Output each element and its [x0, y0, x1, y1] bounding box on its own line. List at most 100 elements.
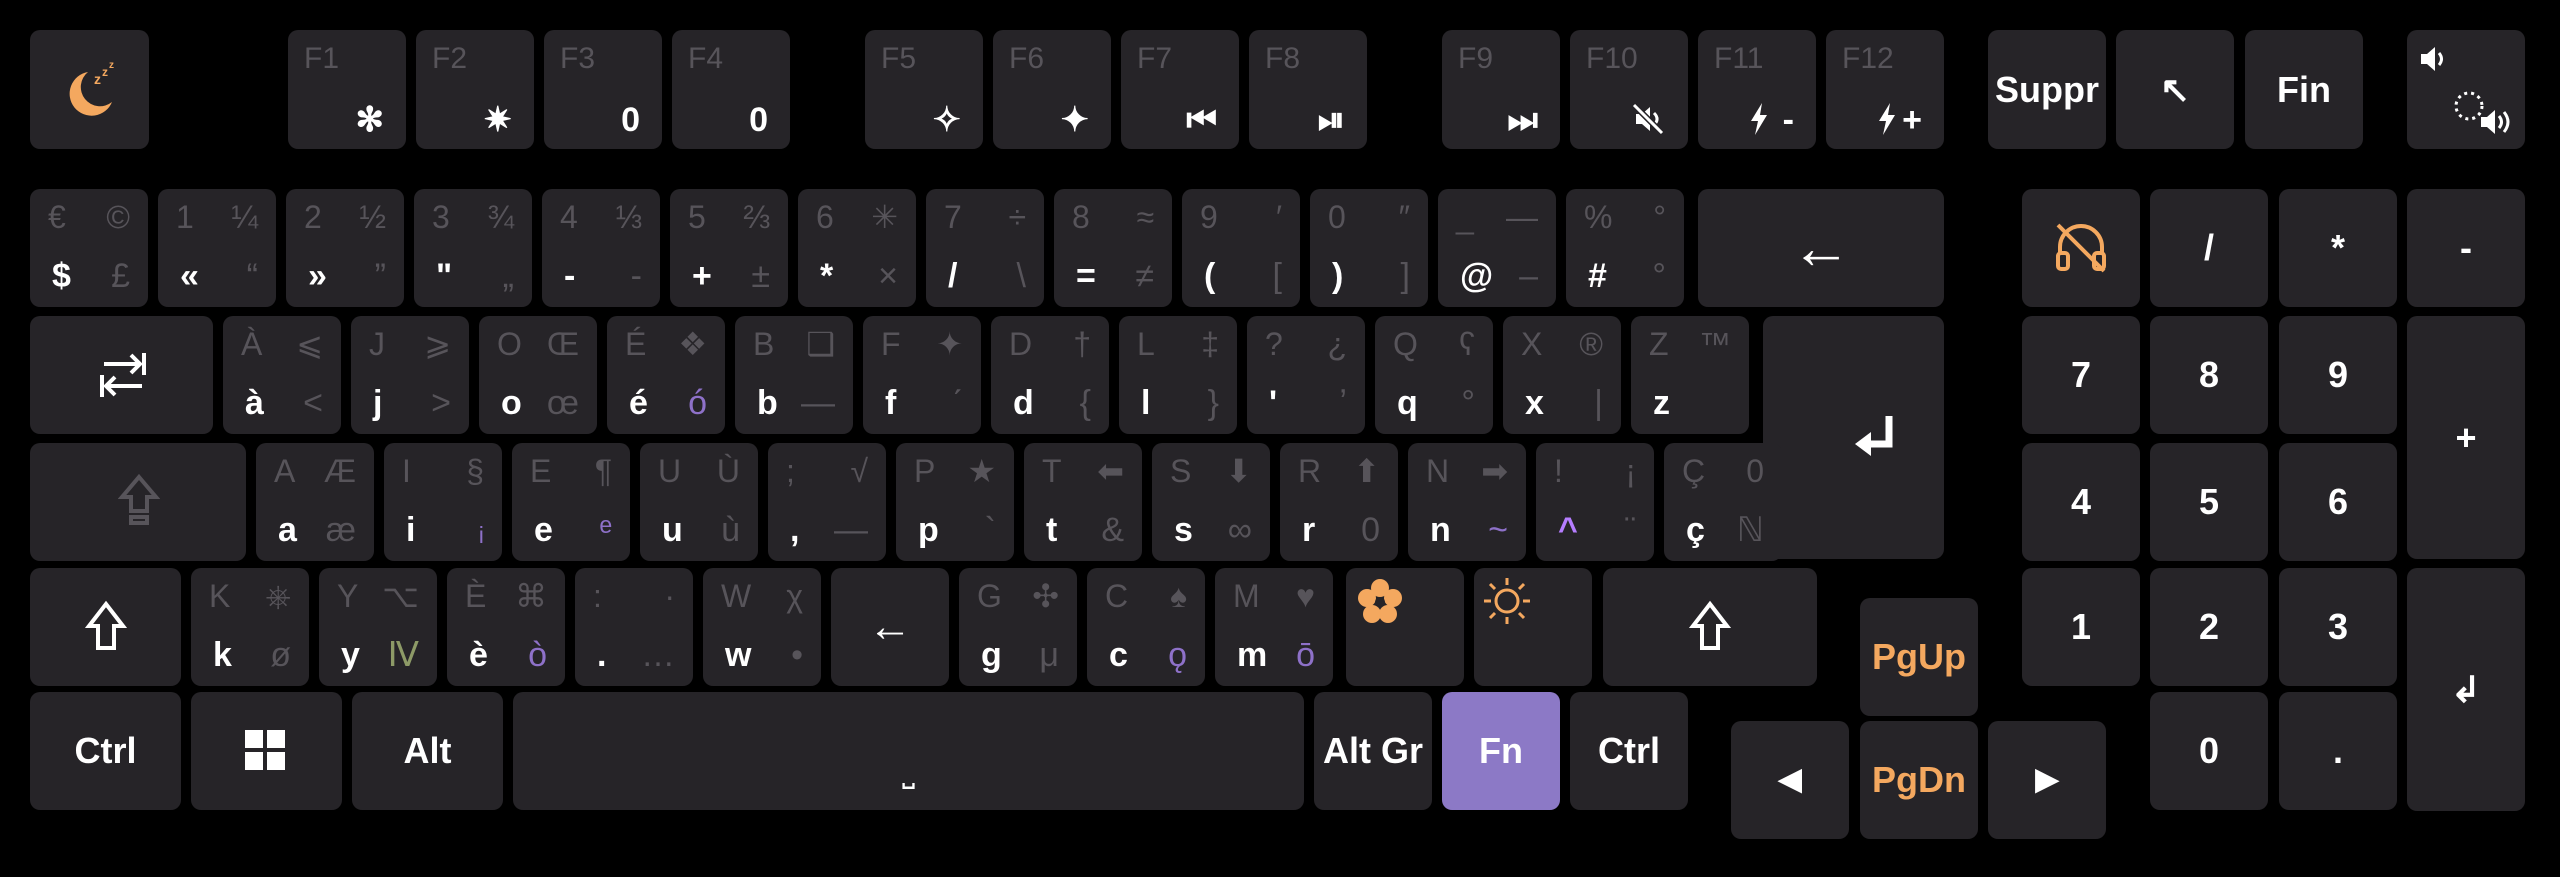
key-6[interactable]: 6 ✳ * × — [798, 189, 916, 307]
enter-key[interactable] — [1763, 316, 1944, 559]
numpad-2-key[interactable]: 2 — [2150, 568, 2268, 686]
f11-key[interactable]: F11 - — [1698, 30, 1816, 149]
key-9[interactable]: 9 ′ ( [ — [1182, 189, 1300, 307]
f4-key[interactable]: F4 0 — [672, 30, 790, 149]
numpad-3-key[interactable]: 3 — [2279, 568, 2397, 686]
key-1[interactable]: 1 ¼ « “ — [158, 189, 276, 307]
key-e-grave[interactable]: È ⌘ è ò — [447, 568, 565, 686]
flower-key[interactable] — [1346, 568, 1464, 686]
headphones-mute-key[interactable] — [2022, 189, 2140, 307]
key-0[interactable]: 0 ″ ) ] — [1310, 189, 1428, 307]
key-7[interactable]: 7 ÷ / \ — [926, 189, 1044, 307]
key-k[interactable]: K ⎈ k ø — [191, 568, 309, 686]
sleep-key[interactable]: z z z — [30, 30, 149, 149]
fn-key[interactable]: Fn — [1442, 692, 1560, 810]
f9-key[interactable]: F9 ⏭ — [1442, 30, 1560, 149]
f1-key[interactable]: F1 ✻ — [288, 30, 406, 149]
caps-lock-key[interactable] — [30, 443, 246, 561]
tab-key[interactable] — [30, 316, 213, 434]
key-e-acute[interactable]: É ❖ é ó — [607, 316, 725, 434]
f10-key[interactable]: F10 — [1570, 30, 1688, 149]
right-ctrl-key[interactable]: Ctrl — [1570, 692, 1688, 810]
key-z[interactable]: Z ™ z — [1631, 316, 1749, 434]
key-r[interactable]: R ⬆ r 0 — [1280, 443, 1398, 561]
numpad-8-key[interactable]: 8 — [2150, 316, 2268, 434]
key-left-arrow-char[interactable]: ← — [831, 568, 949, 686]
backspace-key[interactable]: ← — [1698, 189, 1944, 307]
key-a[interactable]: A Æ a æ — [256, 443, 374, 561]
space-key[interactable]: ⎵ — [513, 692, 1304, 810]
key-caret[interactable]: ! ¡ ^ ¨ — [1536, 443, 1654, 561]
numpad-4-key[interactable]: 4 — [2022, 443, 2140, 561]
numpad-6-key[interactable]: 6 — [2279, 443, 2397, 561]
key-at[interactable]: _ — @ – — [1438, 189, 1556, 307]
left-ctrl-key[interactable]: Ctrl — [30, 692, 181, 810]
key-a-grave[interactable]: À ⩽ à < — [223, 316, 341, 434]
key-2[interactable]: 2 ½ » ” — [286, 189, 404, 307]
key-8[interactable]: 8 ≈ = ≠ — [1054, 189, 1172, 307]
f3-key[interactable]: F3 0 — [544, 30, 662, 149]
key-comma[interactable]: ; √ , — — [768, 443, 886, 561]
numpad-star-key[interactable]: * — [2279, 189, 2397, 307]
pgup-key[interactable]: PgUp — [1860, 598, 1978, 716]
numpad-dot-key[interactable]: . — [2279, 692, 2397, 810]
sun-key[interactable] — [1474, 568, 1592, 686]
left-shift-key[interactable] — [30, 568, 181, 686]
left-arrow-key[interactable]: ◀ — [1731, 721, 1849, 839]
numpad-9-key[interactable]: 9 — [2279, 316, 2397, 434]
numpad-plus-key[interactable]: + — [2407, 316, 2525, 559]
volume-key[interactable] — [2407, 30, 2525, 149]
numpad-1-key[interactable]: 1 — [2022, 568, 2140, 686]
key-f[interactable]: F ✦ f ˊ — [863, 316, 981, 434]
windows-key[interactable] — [191, 692, 342, 810]
key-u[interactable]: U Ù u ù — [640, 443, 758, 561]
numpad-0-key[interactable]: 0 — [2150, 692, 2268, 810]
key-q[interactable]: Q ʕ q ° — [1375, 316, 1493, 434]
key-c[interactable]: C ♠ c ǫ — [1087, 568, 1205, 686]
key-n[interactable]: N ➡ n ~ — [1408, 443, 1526, 561]
key-s[interactable]: S ⬇ s ∞ — [1152, 443, 1270, 561]
key-apostrophe[interactable]: ? ¿ ' ʼ — [1247, 316, 1365, 434]
key-x[interactable]: X ® x | — [1503, 316, 1621, 434]
key-b[interactable]: B ❑ b — — [735, 316, 853, 434]
alt-gr-key[interactable]: Alt Gr — [1314, 692, 1432, 810]
pgdn-key[interactable]: PgDn — [1860, 721, 1978, 839]
f8-key[interactable]: F8 ⏯ — [1249, 30, 1367, 149]
key-i[interactable]: I § i ᵢ — [384, 443, 502, 561]
key-5[interactable]: 5 ⅔ + ± — [670, 189, 788, 307]
key-4[interactable]: 4 ⅓ - - — [542, 189, 660, 307]
key-dollar[interactable]: € © $ £ — [30, 189, 148, 307]
key-e[interactable]: E ¶ e ᵉ — [512, 443, 630, 561]
right-arrow-key[interactable]: ▶ — [1988, 721, 2106, 839]
numpad-slash-key[interactable]: / — [2150, 189, 2268, 307]
numpad-minus-key[interactable]: - — [2407, 189, 2525, 307]
key-g[interactable]: G ✣ g μ — [959, 568, 1077, 686]
f2-key[interactable]: F2 ✷ — [416, 30, 534, 149]
key-m[interactable]: M ♥ m ō — [1215, 568, 1333, 686]
key-period[interactable]: : · . … — [575, 568, 693, 686]
fin-key[interactable]: Fin — [2245, 30, 2363, 149]
home-key[interactable]: ↖ — [2116, 30, 2234, 149]
key-hash[interactable]: % ° # ° — [1566, 189, 1684, 307]
key-3[interactable]: 3 ¾ " „ — [414, 189, 532, 307]
key-p[interactable]: P ★ p ` — [896, 443, 1014, 561]
key-t[interactable]: T ⬅ t & — [1024, 443, 1142, 561]
numpad-enter-key[interactable]: ↲ — [2407, 568, 2525, 811]
numpad-7-key[interactable]: 7 — [2022, 316, 2140, 434]
left-alt-key[interactable]: Alt — [352, 692, 503, 810]
key-d[interactable]: D † d { — [991, 316, 1109, 434]
key-y[interactable]: Y ⌥ y Ⅳ — [319, 568, 437, 686]
key-w[interactable]: W χ w • — [703, 568, 821, 686]
key-c-cedilla[interactable]: Ç 0 ç ℕ — [1664, 443, 1782, 561]
key-legend-bl: = — [1076, 257, 1096, 295]
f6-key[interactable]: F6 ✦ — [993, 30, 1111, 149]
right-shift-key[interactable] — [1603, 568, 1817, 686]
f5-key[interactable]: F5 ✧ — [865, 30, 983, 149]
key-o[interactable]: O Œ o œ — [479, 316, 597, 434]
numpad-5-key[interactable]: 5 — [2150, 443, 2268, 561]
f7-key[interactable]: F7 ⏮ — [1121, 30, 1239, 149]
key-l[interactable]: L ‡ l } — [1119, 316, 1237, 434]
key-j[interactable]: J ⩾ j > — [351, 316, 469, 434]
suppr-key[interactable]: Suppr — [1988, 30, 2106, 149]
f12-key[interactable]: F12 + — [1826, 30, 1944, 149]
